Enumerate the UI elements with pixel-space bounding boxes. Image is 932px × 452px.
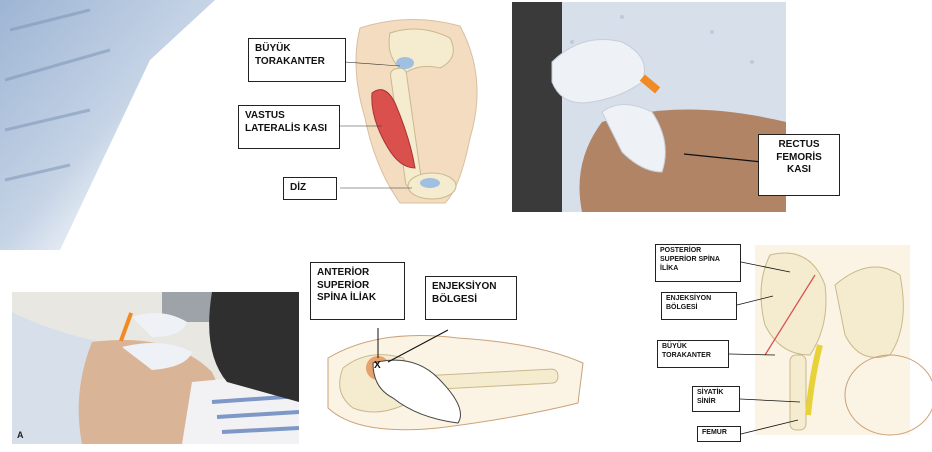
dorsogluteal-leaders: [0, 0, 932, 452]
